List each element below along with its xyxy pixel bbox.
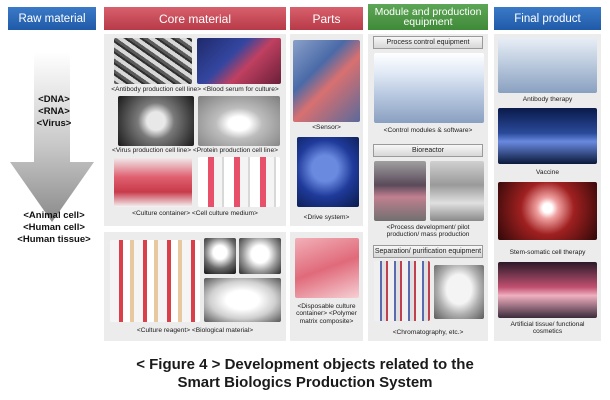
bioreactor-image-b xyxy=(430,161,484,221)
blood-serum-caption: <Blood serum for culture> xyxy=(202,86,279,93)
antibody-cell-line-image xyxy=(114,38,192,84)
vaccine-caption: Vaccine xyxy=(536,169,559,176)
header-final-product: Final product xyxy=(494,7,601,30)
blood-serum-image xyxy=(197,38,281,84)
raw-item-human-cell: <Human cell> xyxy=(23,222,85,233)
core-caption-row3: <Culture container> <Cell culture medium… xyxy=(106,210,284,217)
control-caption: <Control modules & software> xyxy=(383,127,473,134)
bioreactor-image-a xyxy=(374,161,426,221)
core-caption-row1: <Antibody production cell line> <Blood s… xyxy=(106,86,284,93)
sensor-caption: <Sensor> xyxy=(312,124,341,131)
artificial-tissue-caption: Artificial tissue/ functional cosmetics xyxy=(510,321,585,336)
cell-culture-medium-image xyxy=(198,157,280,207)
antibody-therapy-caption: Antibody therapy xyxy=(522,96,573,103)
down-arrow-icon xyxy=(10,52,94,222)
header-raw-material: Raw material xyxy=(8,7,96,30)
chromatography-image-a xyxy=(374,261,430,321)
culture-medium-caption: <Cell culture medium> xyxy=(191,210,258,217)
vaccine-image xyxy=(498,108,597,164)
raw-item-virus: <Virus> xyxy=(36,118,72,129)
culture-reagent-caption: <Culture reagent> xyxy=(136,327,191,334)
core-caption-row2: <Virus production cell line> <Protein pr… xyxy=(106,147,284,154)
antibody-therapy-image xyxy=(498,38,597,93)
stem-cell-caption: Stem-somatic cell therapy xyxy=(509,249,586,256)
bioreactor-subheader: Bioreactor xyxy=(373,144,483,157)
raw-item-dna: <DNA> xyxy=(38,94,70,105)
disposable-container-image xyxy=(295,238,359,298)
raw-material-panel xyxy=(8,34,96,341)
process-control-subheader: Process control equipment xyxy=(373,36,483,49)
figure-title-line2: Smart Biologics Production System xyxy=(177,374,433,391)
culture-container-image xyxy=(114,157,192,207)
stem-cell-therapy-image xyxy=(498,182,597,240)
header-module: Module and production equipment xyxy=(368,4,488,30)
protein-cell-line-image xyxy=(198,96,280,146)
disposable-caption: <Disposable culture container> <Polymer … xyxy=(296,303,357,325)
raw-item-animal-cell: <Animal cell> xyxy=(23,210,85,221)
artificial-tissue-image xyxy=(498,262,597,318)
protein-line-caption: <Protein production cell line> xyxy=(192,147,278,154)
raw-top-list: <DNA> <RNA> <Virus> xyxy=(10,94,98,130)
sensor-image xyxy=(293,40,360,122)
control-modules-image xyxy=(374,53,484,123)
virus-line-caption: <Virus production cell line> xyxy=(112,147,192,154)
raw-bottom-list: <Animal cell> <Human cell> <Human tissue… xyxy=(10,210,98,246)
biological-material-caption: <Biological material> xyxy=(191,327,254,334)
drive-system-image xyxy=(297,137,359,207)
header-parts: Parts xyxy=(290,7,363,30)
chromatography-image-b xyxy=(434,265,484,319)
figure-title-line1: < Figure 4 > Development objects related… xyxy=(136,356,474,373)
bioreactor-caption: <Process development/ pilot production/ … xyxy=(386,224,470,239)
separation-subheader: Separation/ purification equipment xyxy=(373,245,483,258)
raw-item-human-tissue: <Human tissue> xyxy=(17,234,91,245)
biological-material-image-a xyxy=(204,238,236,274)
virus-cell-line-image xyxy=(118,96,194,146)
drive-caption: <Drive system> xyxy=(303,214,350,221)
header-core-material: Core material xyxy=(104,7,286,30)
biological-material-image-b xyxy=(239,238,281,274)
core-caption-row4: <Culture reagent> <Biological material> xyxy=(106,327,284,334)
raw-item-rna: <RNA> xyxy=(38,106,70,117)
culture-container-caption: <Culture container> xyxy=(132,210,191,217)
antibody-line-caption: <Antibody production cell line> xyxy=(111,86,202,93)
biological-material-image-c xyxy=(204,278,281,322)
culture-reagent-image xyxy=(110,240,200,322)
chromatography-caption: <Chromatography, etc.> xyxy=(392,329,464,336)
